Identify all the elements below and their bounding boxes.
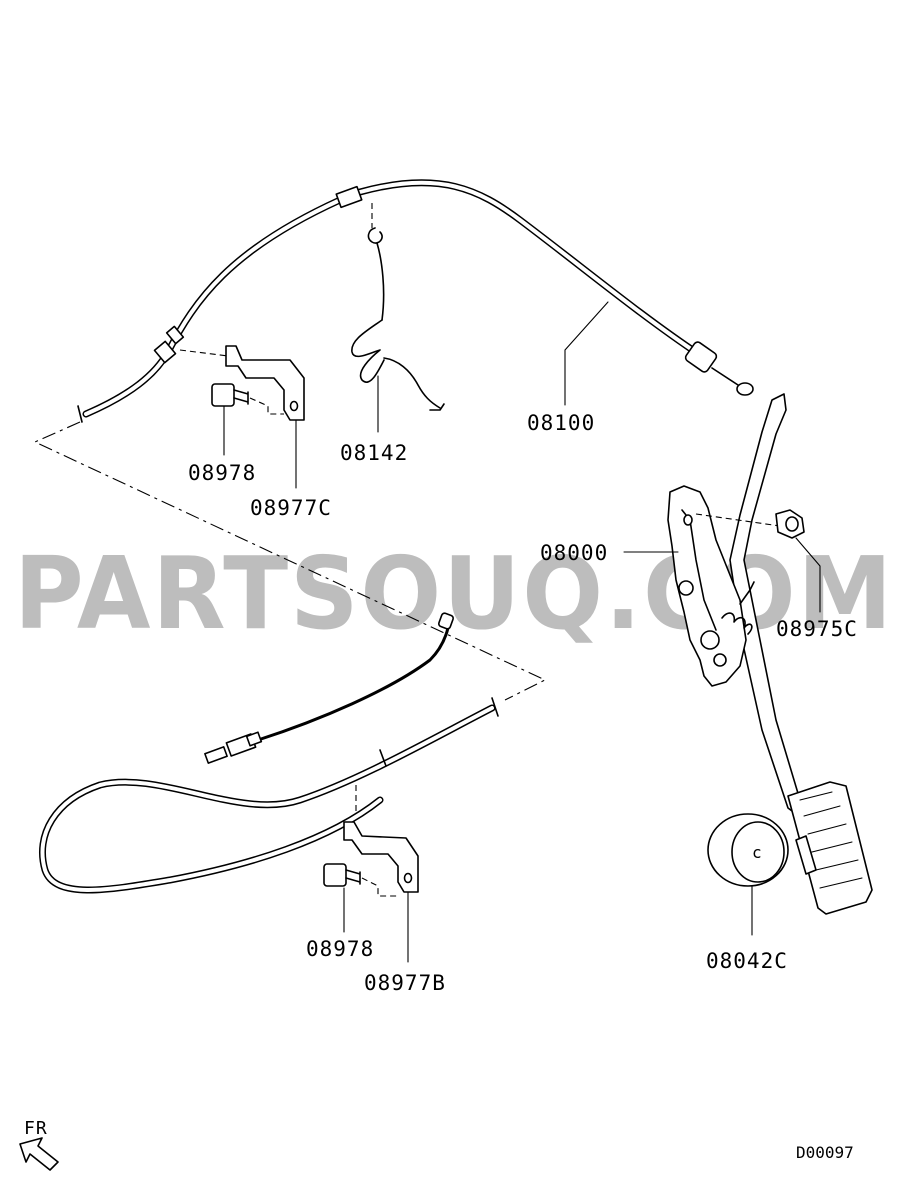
lower-bracket [343,785,419,893]
callout-08000: 08000 [540,541,608,565]
lower-cable [38,612,499,894]
pedal-pad [787,781,873,915]
cable-clip [351,203,445,411]
leader-08975c [795,537,821,613]
watermark-text: PARTSOUQ.COM [14,535,894,652]
callout-08975c: 08975C [776,617,858,641]
leader-08100 [564,301,609,406]
callout-08042c: 08042C [706,949,788,973]
upper-bracket [179,345,305,421]
callout-08978-bottom: 08978 [306,937,374,961]
diagram-code: D00097 [796,1143,854,1162]
callout-08977c: 08977C [250,496,332,520]
pedal-bracket [667,485,781,687]
direction-label: FR [24,1118,48,1139]
callout-08978-top: 08978 [188,461,256,485]
front-direction-arrow-icon [19,1137,59,1171]
callout-08142: 08142 [340,441,408,465]
callout-08977b: 08977B [364,971,446,995]
lower-bolt [323,863,398,897]
nut [775,509,805,539]
stopper-mark: c [752,843,762,862]
upper-cable [77,179,754,423]
upper-bolt [211,383,284,415]
callout-08100: 08100 [527,411,595,435]
pedal-stopper: c [707,813,789,887]
cable-end-fitting [684,341,754,396]
connection-line [33,421,547,701]
